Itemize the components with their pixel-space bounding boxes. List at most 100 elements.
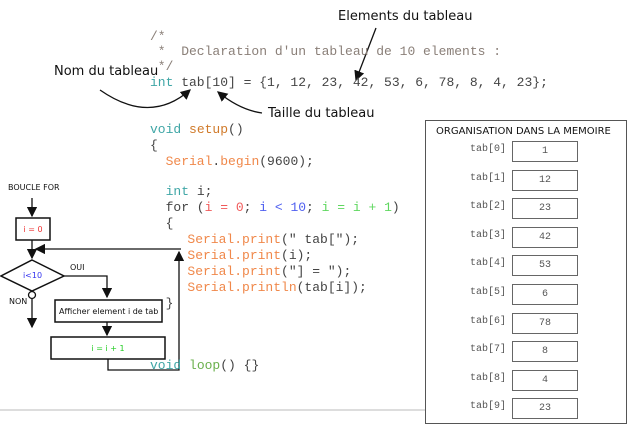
body-label: Afficher element i de tab <box>59 307 159 316</box>
memory-index: tab[3] <box>469 229 506 241</box>
size-label: Taille du tableau <box>268 106 375 121</box>
code-token: setup <box>181 122 229 137</box>
code-token: i = 0 <box>204 200 244 215</box>
code-token: ("] = "); <box>281 264 352 279</box>
code-token: ) <box>391 200 400 215</box>
code-token: Serial.print <box>164 248 282 263</box>
memory-cell: 53 <box>512 255 578 277</box>
code-token: /* <box>150 29 166 44</box>
code-token: } <box>150 296 174 311</box>
increment-label: i = i + 1 <box>91 344 125 353</box>
memory-row: tab[1] 12 <box>426 169 626 191</box>
condition-label: i<10 <box>22 271 43 280</box>
code-token: (tab[i]); <box>296 280 367 295</box>
flowchart <box>0 198 185 371</box>
memory-index: tab[4] <box>469 258 506 270</box>
code-token: void <box>150 122 182 137</box>
code-token: Serial <box>150 154 213 169</box>
code-token: int <box>150 184 190 199</box>
init-label: i = 0 <box>23 225 43 234</box>
code-token: i; <box>189 184 213 199</box>
code-token: Serial.print <box>164 232 282 247</box>
memory-row: tab[0] 1 <box>426 141 626 162</box>
size-arrow <box>216 91 263 114</box>
code-line: void loop() {} <box>150 358 259 373</box>
memory-row: tab[5] 6 <box>426 284 626 305</box>
memory-row: tab[6] 78 <box>426 312 626 334</box>
code-token: i < 10 <box>259 200 307 215</box>
no-label: NON <box>9 297 28 306</box>
code-line: Serial.print("] = "); <box>164 264 351 279</box>
elements-arrow <box>354 27 377 82</box>
code-token: () {} <box>220 358 260 373</box>
code-token: { <box>150 138 158 153</box>
code-token: Serial.print <box>164 264 282 279</box>
memory-cell: 1 <box>512 141 578 162</box>
code-line: Serial.print(i); <box>164 248 312 263</box>
code-line: { <box>150 216 174 231</box>
code-token: (9600); <box>259 154 314 169</box>
memory-cell: 42 <box>512 226 578 248</box>
code-line: void setup() <box>150 122 244 137</box>
memory-row: tab[2] 23 <box>426 198 626 220</box>
code-token: */ <box>150 59 174 74</box>
code-token: (i); <box>281 248 313 263</box>
memory-row: tab[3] 42 <box>426 226 626 248</box>
code-line: /* <box>150 29 166 44</box>
memory-index: tab[7] <box>469 344 506 356</box>
memory-index: tab[6] <box>469 315 506 327</box>
code-line: for (i = 0; i < 10; i = i + 1) <box>150 200 400 215</box>
code-line: Serial.begin(9600); <box>150 154 314 169</box>
memory-index: tab[9] <box>469 401 506 413</box>
code-token: ; <box>243 200 260 215</box>
code-line: * Declaration d'un tableau de 10 element… <box>150 44 501 59</box>
memory-cell: 23 <box>512 198 578 220</box>
code-line: Serial.println(tab[i]); <box>164 280 367 295</box>
memory-cell: 6 <box>512 284 578 305</box>
code-token: Serial.println <box>164 280 297 295</box>
memory-index: tab[5] <box>469 287 506 298</box>
code-token: loop <box>181 358 221 373</box>
memory-index: tab[2] <box>469 201 506 213</box>
init-box <box>15 217 51 241</box>
code-token: ; <box>306 200 322 215</box>
memory-cell: 78 <box>512 312 578 334</box>
memory-cell: 12 <box>512 169 578 191</box>
code-token: { <box>150 216 174 231</box>
code-token: (" tab["); <box>281 232 360 247</box>
code-token: void <box>150 358 182 373</box>
code-token: i = i + 1 <box>321 200 392 215</box>
name-label: Nom du tableau <box>54 64 159 79</box>
code-line: int i; <box>150 184 213 199</box>
code-token: . <box>212 154 221 169</box>
memory-index: tab[8] <box>469 372 506 384</box>
code-token: for ( <box>150 200 205 215</box>
elements-label: Elements du tableau <box>338 9 473 24</box>
yes-label: OUI <box>70 263 85 272</box>
code-token: begin <box>220 154 260 169</box>
memory-cell: 4 <box>512 369 578 391</box>
memory-index: tab[0] <box>469 144 506 155</box>
memory-index: tab[1] <box>469 172 506 184</box>
code-token: * Declaration d'un tableau de 10 element… <box>150 44 502 59</box>
code-token: () <box>228 122 244 137</box>
memory-title: ORGANISATION DANS LA MEMOIRE <box>436 126 611 137</box>
code-line: Serial.print(" tab["); <box>164 232 359 247</box>
name-arrow <box>99 89 191 109</box>
memory-row: tab[4] 53 <box>426 255 626 277</box>
body-box <box>54 299 163 323</box>
memory-cell: 23 <box>512 398 578 420</box>
memory-row: tab[7] 8 <box>426 341 626 363</box>
code-line: } <box>150 296 174 311</box>
code-line: */ <box>150 59 174 74</box>
memory-row: tab[8] 4 <box>426 369 626 391</box>
memory-row: tab[9] 23 <box>426 398 626 420</box>
code-line: int tab[10] = {1, 12, 23, 42, 53, 6, 78,… <box>150 75 548 90</box>
code-token: tab[10] = {1, 12, 23, 42, 53, 6, 78, 8, … <box>173 75 548 90</box>
code-line: { <box>150 138 158 153</box>
code-token: int <box>150 75 174 90</box>
memory-cell: 8 <box>512 341 578 363</box>
